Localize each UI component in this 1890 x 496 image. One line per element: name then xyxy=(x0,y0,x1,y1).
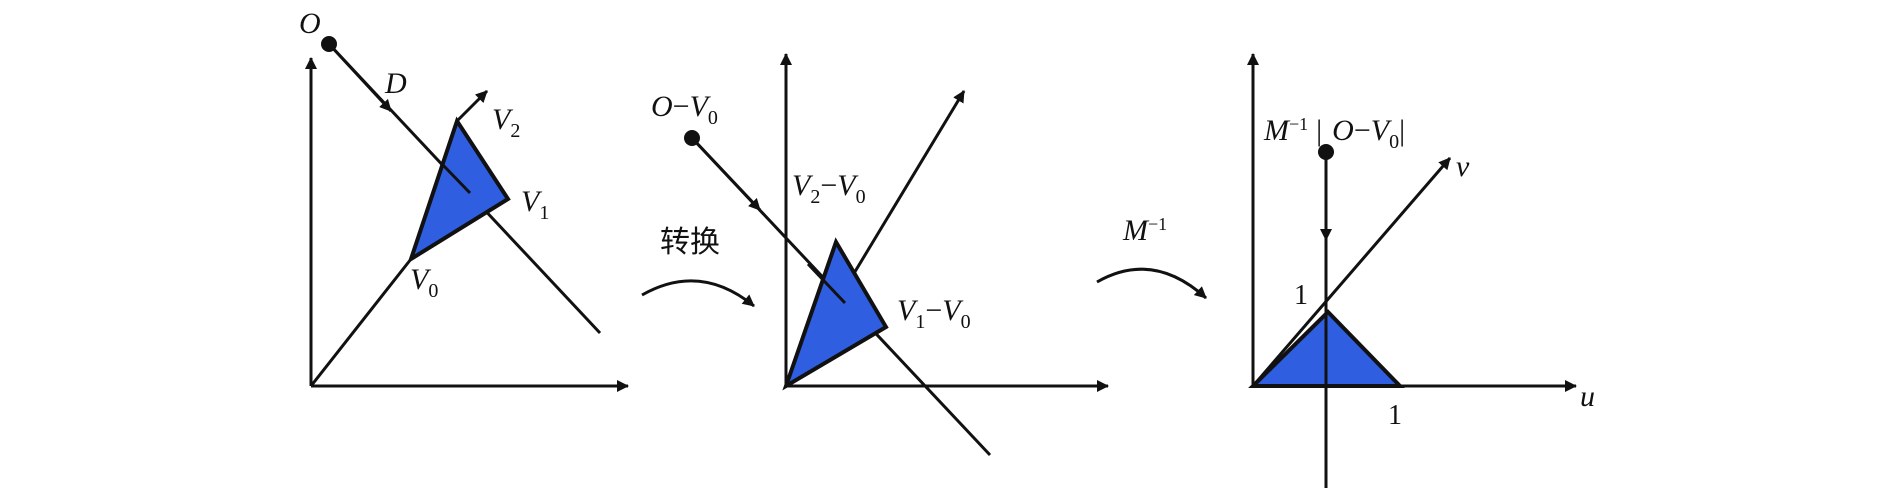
panel-world-space: O D V2 V1 V0 xyxy=(299,7,629,392)
origin-label: O−V0 xyxy=(651,90,718,129)
transform-step-2: M−1 xyxy=(1096,214,1208,300)
v-axis-label: v xyxy=(1456,150,1470,183)
transformed-origin-point xyxy=(1318,144,1334,160)
direction-arrow xyxy=(327,42,393,113)
edge1-label: V1−V0 xyxy=(897,294,971,333)
origin-point xyxy=(684,130,700,146)
inverse-matrix-label: M−1 xyxy=(1122,214,1167,247)
v2-extension-arrow xyxy=(455,89,489,123)
u-axis-label: u xyxy=(1580,380,1595,413)
direction-label: D xyxy=(384,67,407,100)
transformed-origin-label: M−1|O−V0| xyxy=(1263,114,1405,153)
triangle xyxy=(407,116,511,264)
transform-arrow-1 xyxy=(641,279,755,308)
tick-u-one: 1 xyxy=(1388,400,1402,431)
origin-point xyxy=(321,36,337,52)
v0-position-line xyxy=(309,258,413,387)
v1-label: V1 xyxy=(521,185,549,224)
transform-label: 转换 xyxy=(660,225,720,260)
edge2-label: V2−V0 xyxy=(792,169,866,208)
panel-translated-space: O−V0 V2−V0 V1−V0 xyxy=(651,53,1109,457)
v2-label: V2 xyxy=(492,103,520,142)
v-axis xyxy=(1251,157,1452,387)
ray-inside-triangle xyxy=(440,162,472,195)
ray-inside-triangle xyxy=(806,262,847,305)
v0-label: V0 xyxy=(410,263,438,302)
transform-arrow-2 xyxy=(1096,267,1208,300)
panel-barycentric-space: M−1|O−V0| v u 1 1 xyxy=(1247,53,1595,488)
direction-arrow xyxy=(690,136,762,212)
triangle xyxy=(782,237,889,391)
tick-v-one: 1 xyxy=(1294,280,1308,311)
transform-step-1: 转换 xyxy=(641,225,755,308)
origin-label: O xyxy=(299,7,321,40)
